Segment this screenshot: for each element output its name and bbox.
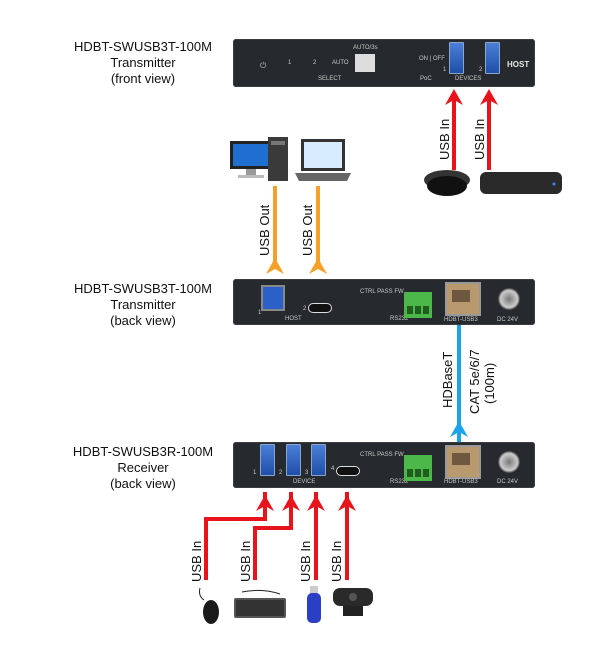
view: (front view) [110,71,176,86]
keyboard-icon [234,589,286,618]
usb-c-port [308,303,332,313]
rs232-label: RS232 [390,479,409,485]
hdbaset-label: HDBaseT [440,351,455,408]
model-name: HDBT-SWUSB3T-100M [74,39,212,54]
soundbar-icon [480,172,562,194]
usb-in-arrow-flashdrive [307,492,325,580]
usb-out-label: USB Out [300,204,315,256]
device-label: DEVICE [293,479,316,485]
usb-b-port [261,285,285,311]
front-view-label: HDBT-SWUSB3T-100M Transmitter (front vie… [43,39,243,87]
usb-in-label: USB In [238,540,253,582]
role: Transmitter [110,55,176,70]
usb-out-arrow-laptop [309,186,327,274]
usb-a-port-2 [485,42,500,74]
rs232-terminal [404,455,432,481]
host-label: HOST [507,60,530,69]
host-label: HOST [285,316,302,322]
host-2-label: 2 [303,306,307,312]
receiver-back-panel: 1 2 3 4 DEVICE CTRL PASS FW RS232 HDBT-U… [233,442,535,488]
poc-label: PoC [420,76,432,82]
auto-select-button[interactable] [355,54,375,72]
transmitter-front-panel: ⏻ 1 2 AUTO SELECT AUTO/3s ON | OFF PoC 1… [233,39,535,87]
dc-power-jack [498,288,520,310]
role: Transmitter [110,297,176,312]
rs232-terminal [404,292,432,318]
dc-power-jack [498,451,520,473]
model-name: HDBT-SWUSB3R-100M [72,444,214,459]
auto-button-label: AUTO/3s [353,45,378,51]
port-1-label: 1 [253,470,257,476]
select-1-led: 1 [288,60,292,66]
poc-switch[interactable]: ON | OFF [419,56,445,62]
usb-in-arrow-webcam [338,492,356,580]
speakerphone-icon [424,170,470,196]
desktop-pc-icon [230,137,288,181]
usb-in-arrow-front-2 [480,89,498,170]
device-1-label: 1 [443,67,447,73]
select-auto-led: AUTO [332,60,349,66]
usb-in-arrow-mouse [204,492,274,580]
port-3-label: 3 [305,470,309,476]
select-label: SELECT [318,76,342,82]
usb-in-arrow-keyboard [253,492,300,580]
power-icon: ⏻ [260,61,267,70]
usb-a-port-1 [260,444,275,476]
hdbt-label: HDBT-USB3 [444,479,478,485]
usb-a-port-1 [449,42,464,74]
usb-in-label: USB In [329,540,344,582]
rs232-label: RS232 [390,316,409,322]
cable-label: CAT 5e/6/7 [467,349,482,414]
usb-a-port-3 [311,444,326,476]
view: (back view) [110,476,176,491]
port-4-label: 4 [331,466,335,472]
select-2-led: 2 [313,60,317,66]
usb-in-label: USB In [472,118,487,160]
hdbt-rj45-port [445,282,481,316]
dc-label: DC 24V [497,317,519,323]
usb-flash-drive-icon [307,586,321,623]
distance-label: (100m) [482,362,497,404]
dip-switch-label: CTRL PASS FW [360,452,404,458]
host-1-label: 1 [258,310,262,316]
usb-out-label: USB Out [257,204,272,256]
usb-in-label: USB In [437,118,452,160]
dc-label: DC 24V [497,479,519,485]
mouse-icon [199,587,219,624]
usb-in-label: USB In [298,540,313,582]
usb-a-port-2 [286,444,301,476]
usb-in-arrow-front-1 [445,89,463,170]
usb-out-arrow-pc [266,186,284,274]
role: Receiver [117,460,169,475]
hdbaset-arrow [450,325,468,442]
usb-c-port [336,466,360,476]
hdbt-label: HDBT-USB3 [444,317,478,323]
port-2-label: 2 [279,470,283,476]
hdbt-rj45-port [445,445,481,479]
model-name: HDBT-SWUSB3T-100M [74,281,212,296]
view: (back view) [110,313,176,328]
devices-label: DEVICES [455,76,482,82]
laptop-icon [295,139,351,181]
tx-back-view-label: HDBT-SWUSB3T-100M Transmitter (back view… [43,281,243,329]
webcam-icon [333,588,373,616]
rx-back-view-label: HDBT-SWUSB3R-100M Receiver (back view) [43,444,243,492]
dip-switch-label: CTRL PASS FW [360,289,404,295]
device-2-label: 2 [479,67,483,73]
transmitter-back-panel: 1 2 HOST CTRL PASS FW RS232 HDBT-USB3 DC… [233,279,535,325]
usb-in-label: USB In [189,540,204,582]
